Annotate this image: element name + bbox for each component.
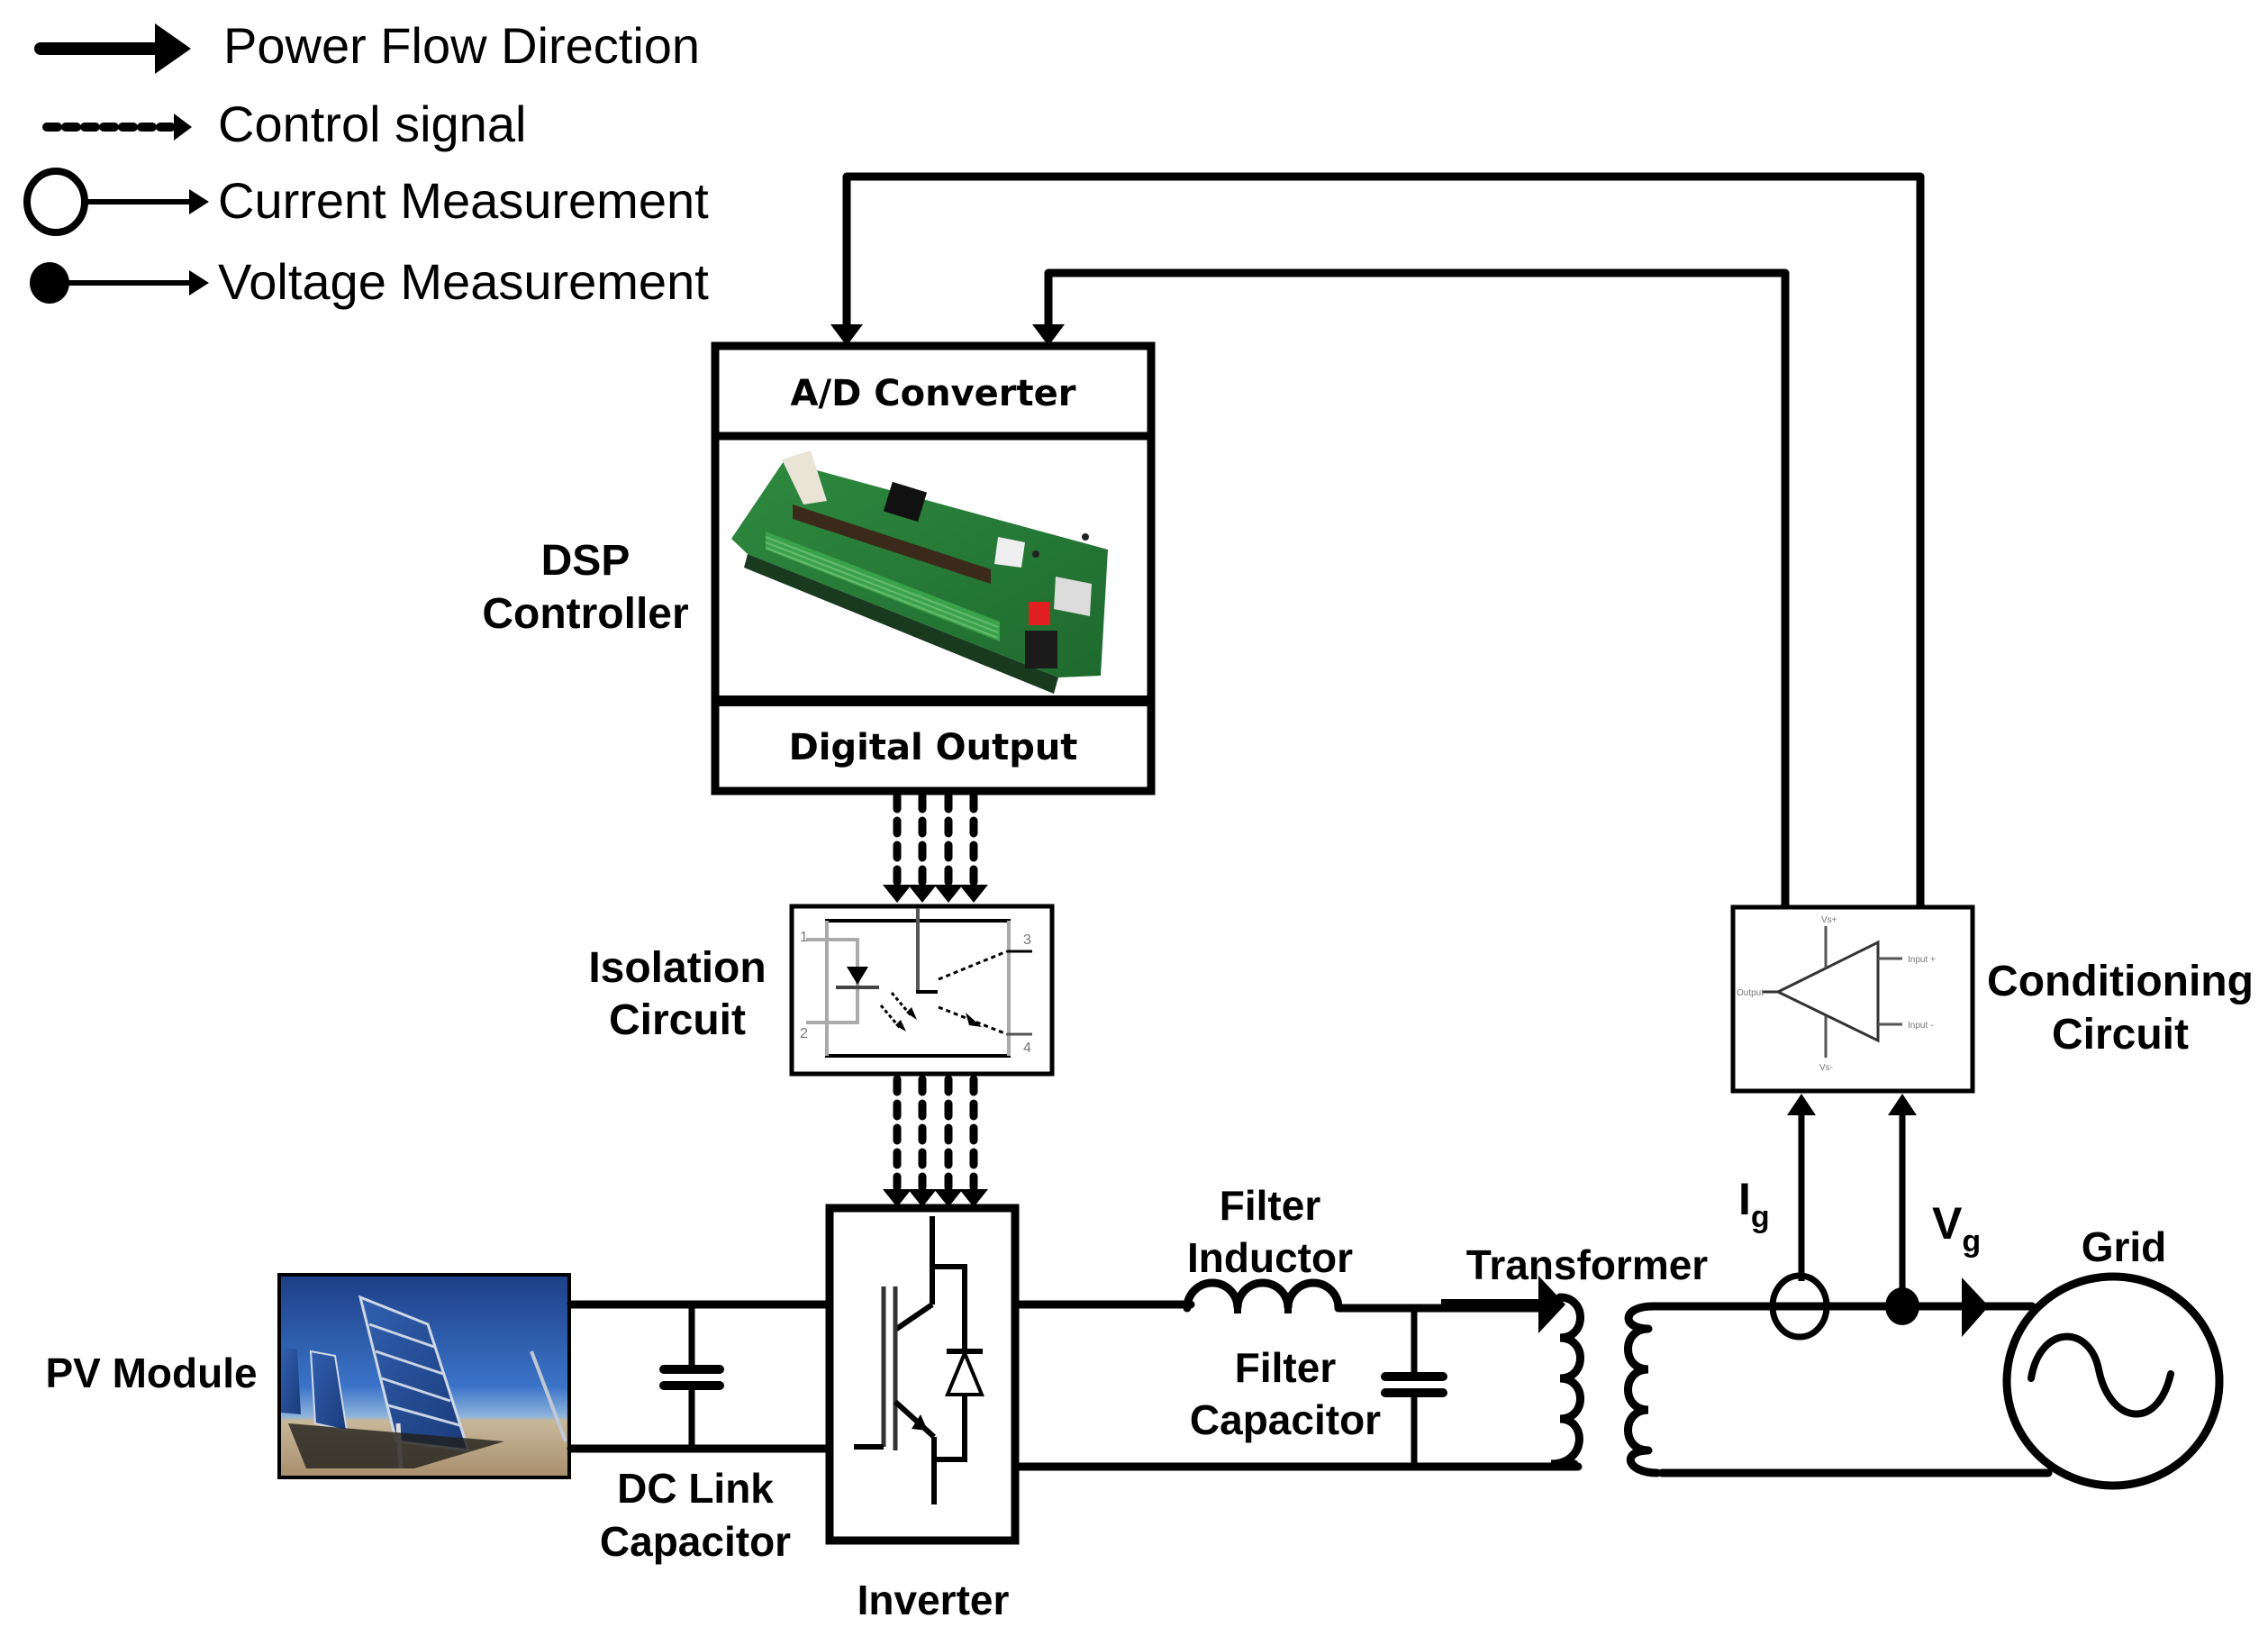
- opamp-label: Vs+: [1821, 915, 1837, 925]
- isolation-circuit-label-line2: Circuit: [609, 996, 746, 1044]
- grid-wiring: [1657, 1302, 2053, 1477]
- current-measurement-line: [1787, 1094, 1816, 1281]
- filter-capacitor-label-line2: Capacitor: [1190, 1396, 1381, 1443]
- voltage-measurement-label: Vg: [1932, 1198, 1981, 1259]
- dc-bus: [567, 1300, 837, 1453]
- transformer-icon: [1550, 1293, 1671, 1477]
- pv-module-image: [277, 1273, 571, 1479]
- legend-item-current-measurement: Current Measurement: [23, 168, 709, 236]
- filter-inductor-label-line1: Filter: [1220, 1182, 1321, 1229]
- current-measurement-label: Ig: [1738, 1174, 1770, 1234]
- op-amp-icon: Vs+ Vs- Output Input + Input -: [1737, 915, 1936, 1073]
- pin-label: 4: [1023, 1041, 1031, 1056]
- optocoupler-icon: 1 2 3 4: [800, 908, 1032, 1058]
- filter-inductor-label-line2: Inductor: [1187, 1234, 1353, 1281]
- dsp-controller-block: A/D Converter Digital Output: [711, 341, 1156, 795]
- transformer-label: Transformer: [1466, 1241, 1709, 1288]
- legend-label: Voltage Measurement: [218, 253, 709, 310]
- voltage-measurement-line: [1888, 1094, 1917, 1297]
- open-circle-arrow-icon: [23, 168, 209, 236]
- legend-item-voltage-measurement: Voltage Measurement: [30, 253, 709, 310]
- grid-power-flow-arrow-icon: [1962, 1277, 1989, 1337]
- opamp-label: Vs-: [1819, 1063, 1833, 1073]
- arrow-down-icon: [1032, 324, 1065, 346]
- opamp-label: Input +: [1908, 955, 1936, 965]
- dashed-arrow-icon: [42, 114, 192, 141]
- dsp-controller-label-line2: Controller: [482, 590, 688, 638]
- filter-capacitor-label-line1: Filter: [1235, 1344, 1337, 1391]
- grid-label: Grid: [2082, 1223, 2167, 1270]
- inverter-label: Inverter: [857, 1577, 1010, 1623]
- grid-source-icon: [2002, 1272, 2224, 1490]
- control-signal-lines-dsp-to-isolation: [883, 792, 988, 903]
- legend-label: Control signal: [218, 95, 526, 152]
- legend-item-power-flow: Power Flow Direction: [34, 17, 700, 74]
- isolation-circuit-label-line1: Isolation: [588, 944, 766, 992]
- digital-output-label: Digital Output: [789, 727, 1078, 768]
- ad-converter-label: A/D Converter: [791, 373, 1076, 414]
- dsp-board-image: [731, 450, 1108, 694]
- voltage-sensor-icon: [1885, 1287, 1919, 1325]
- arrow-up-icon: [1888, 1094, 1917, 1115]
- conditioning-circuit-label-line1: Conditioning: [1987, 958, 2254, 1005]
- filter-capacitor-icon: [1381, 1308, 1447, 1467]
- inverter-block: [825, 1204, 1020, 1545]
- dc-link-label-line1: DC Link: [617, 1465, 774, 1512]
- power-flow-arrow-icon: [1441, 1276, 1565, 1333]
- pin-label: 1: [800, 930, 808, 945]
- dc-link-capacitor-icon: [659, 1304, 724, 1449]
- control-signal-lines-isolation-to-inverter: [883, 1075, 988, 1207]
- dc-link-label-line2: Capacitor: [600, 1518, 791, 1565]
- opamp-label: Input -: [1908, 1021, 1933, 1031]
- dsp-controller-label-line1: DSP: [541, 537, 631, 585]
- legend-label: Power Flow Direction: [223, 17, 700, 74]
- arrow-down-icon: [830, 324, 863, 346]
- legend-label: Current Measurement: [218, 172, 709, 229]
- pin-label: 2: [800, 1026, 808, 1041]
- conditioning-circuit-block: Vs+ Vs- Output Input + Input -: [1730, 904, 1975, 1094]
- pin-label: 3: [1023, 932, 1031, 948]
- current-sensor-icon: [1769, 1272, 1830, 1341]
- isolation-circuit-block: 1 2 3 4: [789, 904, 1055, 1077]
- igbt-icon: [854, 1216, 984, 1504]
- opamp-label: Output: [1737, 988, 1764, 998]
- pv-module-label: PV Module: [45, 1350, 257, 1396]
- arrow-up-icon: [1787, 1094, 1816, 1115]
- filled-circle-arrow-icon: [30, 262, 209, 304]
- solid-arrow-icon: [34, 23, 191, 74]
- filter-inductor-icon: [1183, 1278, 1343, 1313]
- legend: Power Flow Direction Control signal Curr…: [23, 17, 709, 310]
- legend-item-control-signal: Control signal: [42, 95, 526, 152]
- conditioning-circuit-label-line2: Circuit: [2052, 1011, 2189, 1059]
